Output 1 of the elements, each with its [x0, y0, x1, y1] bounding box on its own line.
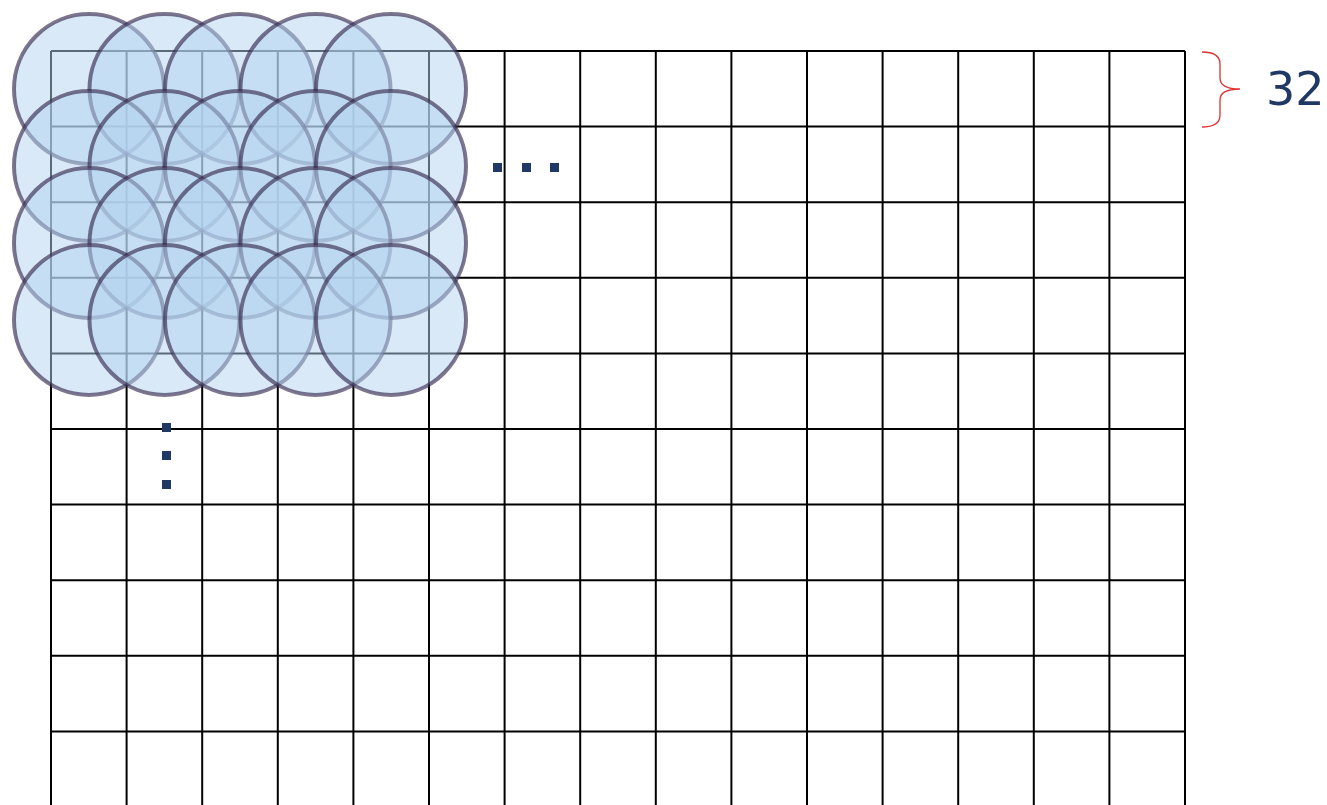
dimension-label: 32 [1266, 62, 1325, 116]
